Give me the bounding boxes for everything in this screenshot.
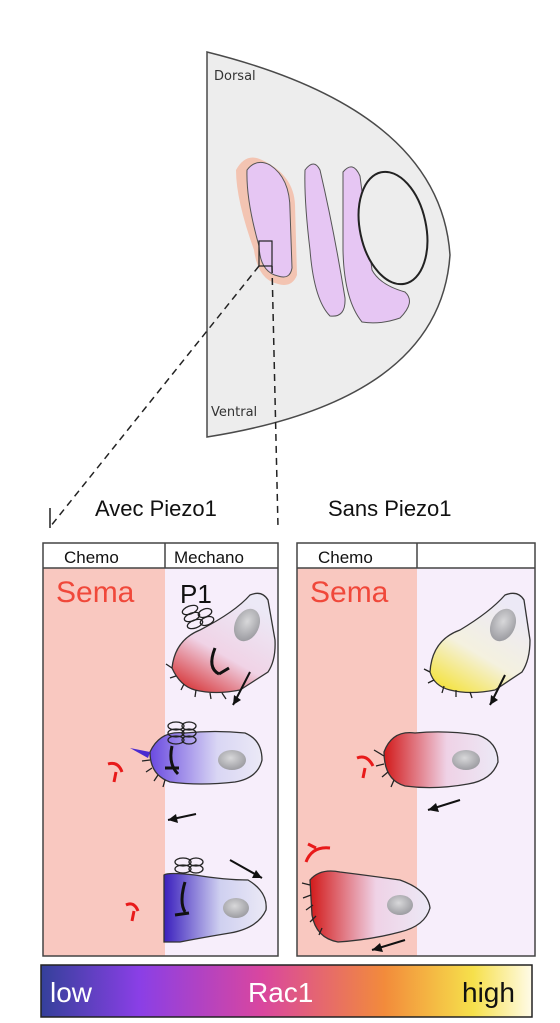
panel-left: Chemo Mechano Sema P1: [42, 542, 279, 957]
ventral-label: Ventral: [211, 405, 257, 420]
section-diagram: Dorsal Ventral: [206, 51, 451, 438]
piezo1-spring-3: [174, 857, 204, 874]
receptor-2: [165, 745, 180, 776]
piezo1-spring-2: [167, 721, 197, 745]
sema-ligand-2: [107, 761, 124, 783]
rac1-colorbar: low Rac1 high: [40, 964, 533, 1018]
cell-r3-filopodia: [301, 882, 323, 936]
cell-2-nucleus: [218, 750, 246, 770]
zoom-line-left: [49, 265, 260, 528]
chemo-zone: [43, 568, 165, 956]
panel-left-border: [42, 542, 279, 957]
sema-ligand-r2: [356, 755, 375, 779]
piezo1-spring-1: [181, 604, 215, 630]
dorsal-label: Dorsal: [214, 69, 256, 84]
sema-label-right: Sema: [310, 576, 389, 609]
cell-r2-nucleus: [452, 750, 480, 770]
cell-1-filopodia: [165, 663, 227, 700]
header-chemo: Chemo: [64, 548, 119, 567]
panel-right-border: [296, 542, 536, 957]
cell-r3-nucleus: [387, 895, 413, 915]
cell-1-nucleus: [233, 608, 261, 642]
cell-r1-nucleus: [489, 608, 517, 642]
header-mechano: Mechano: [174, 548, 244, 567]
zoom-box: [258, 240, 273, 267]
cell-r3: [309, 870, 431, 943]
cell-3: [163, 872, 267, 943]
tissue-domain-2: [304, 163, 346, 317]
central-oval: [357, 170, 429, 286]
receptor-1: [210, 647, 230, 676]
cell-2-tip: [130, 748, 150, 758]
sema-ligand-r3: [304, 842, 331, 863]
cell-r2: [383, 731, 499, 789]
panel-right-title: Sans Piezo1: [328, 496, 452, 521]
header-chemo-right: Chemo: [318, 548, 373, 567]
sema-ligand-3: [125, 902, 140, 922]
sema-label: Sema: [56, 576, 135, 609]
colorbar-low: low: [50, 977, 93, 1008]
receptor-3: [174, 881, 190, 917]
panel-left-title: Avec Piezo1: [95, 496, 217, 521]
cell-2: [149, 730, 263, 785]
cell-3-nucleus: [223, 898, 249, 918]
tissue-domain-1: [246, 161, 293, 278]
cell-2-filopodia: [141, 759, 166, 788]
panel-right: Chemo Sema: [296, 542, 536, 957]
cell-r1-filopodia: [423, 668, 473, 699]
colorbar-gradient: [40, 964, 533, 1018]
colorbar-mid: Rac1: [248, 977, 313, 1008]
colorbar-high: high: [462, 977, 515, 1008]
cell-r2-filopodia: [373, 749, 395, 788]
zoom-line-right: [271, 265, 279, 528]
p1-label: P1: [180, 579, 212, 609]
